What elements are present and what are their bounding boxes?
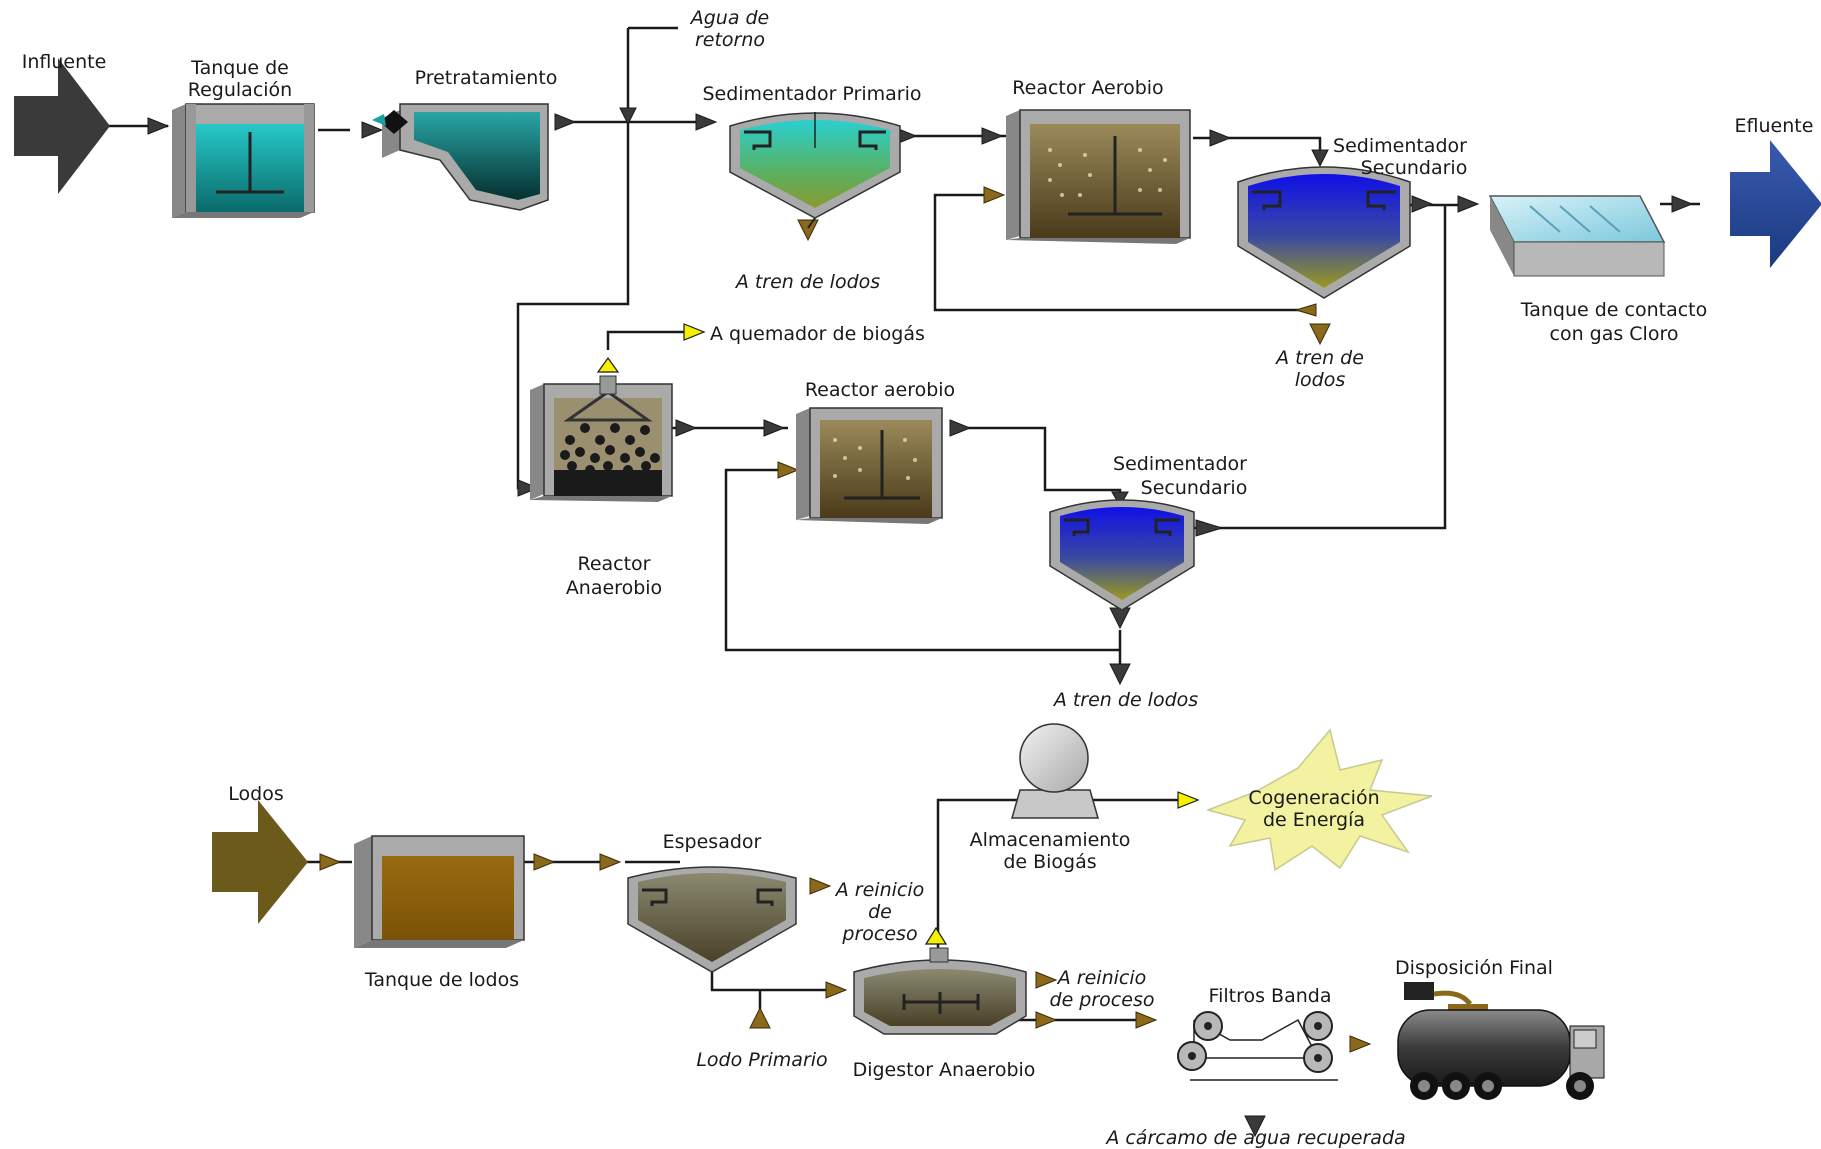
label-tanque-contacto-1: Tanque de contacto <box>1520 299 1708 321</box>
espesador <box>627 866 797 973</box>
label-reinicio-1-a: A reinicio <box>834 879 925 901</box>
label-reinicio-2-a: A reinicio <box>1056 967 1147 989</box>
label-reinicio-1-b: de <box>868 901 892 923</box>
reactor-aerobio-mid <box>796 407 943 524</box>
label-sed-sec-top-2: Secundario <box>1361 157 1468 179</box>
label-sed-sec-mid-1: Sedimentador <box>1113 453 1247 475</box>
label-tanque-regulacion-1: Tanque de <box>190 57 289 79</box>
lodos-arrow <box>212 800 308 924</box>
label-reactor-aerobio-top: Reactor Aerobio <box>1012 77 1163 99</box>
label-quemador-biogas: A quemador de biogás <box>710 323 925 345</box>
reactor-anaerobio <box>530 375 673 502</box>
label-cogeneracion-1: Cogeneración <box>1248 787 1379 809</box>
label-tren-lodos-sec-2: lodos <box>1295 369 1346 391</box>
label-filtros-banda: Filtros Banda <box>1209 985 1332 1007</box>
pretratamiento <box>372 103 549 211</box>
label-pretratamiento: Pretratamiento <box>415 67 558 89</box>
truck-icon <box>1397 982 1605 1100</box>
label-reactor-anaerobio-2: Anaerobio <box>566 577 662 599</box>
label-almacenamiento-2: de Biogás <box>1003 851 1096 873</box>
influente-arrow <box>14 58 110 194</box>
label-reactor-anaerobio-1: Reactor <box>577 553 650 575</box>
label-reinicio-1-c: proceso <box>841 923 917 945</box>
almacenamiento-biogas <box>1011 723 1099 819</box>
label-tren-lodos-mid: A tren de lodos <box>1052 689 1198 711</box>
sedimentador-primario <box>729 112 901 229</box>
label-lodo-primario: Lodo Primario <box>696 1049 827 1071</box>
label-tanque-regulacion-2: Regulación <box>188 79 292 101</box>
label-tren-lodos-primario: A tren de lodos <box>734 271 880 293</box>
label-reinicio-2-b: de proceso <box>1050 989 1155 1011</box>
label-agua-retorno-2: retorno <box>695 29 765 51</box>
digestor-anaerobio <box>853 947 1027 1035</box>
label-tanque-lodos: Tanque de lodos <box>364 969 519 991</box>
label-sed-sec-top-1: Sedimentador <box>1333 135 1467 157</box>
tanque-contacto <box>1488 195 1666 277</box>
label-reactor-aerobio-mid: Reactor aerobio <box>805 379 955 401</box>
reactor-aerobio-top <box>1006 109 1191 244</box>
sedimentador-secundario-top <box>1237 166 1411 299</box>
cogeneracion-burst <box>1205 728 1433 872</box>
label-digestor-anaerobio: Digestor Anaerobio <box>853 1059 1036 1081</box>
label-tanque-contacto-2: con gas Cloro <box>1550 323 1679 345</box>
tanque-lodos <box>354 835 525 948</box>
label-espesador: Espesador <box>663 831 762 853</box>
label-sedimentador-primario: Sedimentador Primario <box>702 83 921 105</box>
sedimentador-secundario-mid <box>1049 499 1195 611</box>
filtros-banda <box>1177 1011 1338 1081</box>
label-sed-sec-mid-2: Secundario <box>1141 477 1248 499</box>
label-tren-lodos-sec-1: A tren de <box>1274 347 1364 369</box>
label-disposicion-final: Disposición Final <box>1395 957 1553 979</box>
labels: Influente Tanque de Regulación Pretratam… <box>22 7 1814 1149</box>
label-carcamo: A cárcamo de agua recuperada <box>1104 1127 1405 1149</box>
flow-arrows <box>147 107 1694 1138</box>
efluente-arrow <box>1730 140 1821 268</box>
label-almacenamiento-1: Almacenamiento <box>970 829 1131 851</box>
label-agua-retorno-1: Agua de <box>689 7 770 29</box>
tanque-regulacion <box>172 103 315 218</box>
label-efluente: Efluente <box>1735 115 1814 137</box>
label-cogeneracion-2: de Energía <box>1263 809 1365 831</box>
label-influente: Influente <box>22 51 107 73</box>
label-lodos: Lodos <box>228 783 283 805</box>
